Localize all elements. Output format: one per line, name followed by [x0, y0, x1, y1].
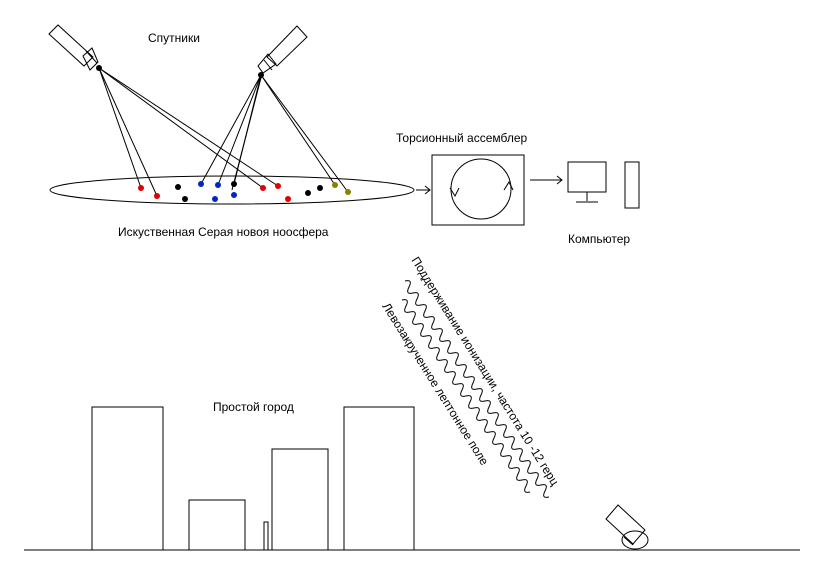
point-blue [215, 182, 221, 188]
point-black [182, 196, 188, 202]
point-blue [212, 196, 218, 202]
point-black [175, 184, 181, 190]
assembler-rotation-icon [449, 158, 514, 220]
point-red [275, 183, 281, 189]
point-black [305, 190, 311, 196]
point-red [138, 185, 144, 191]
wave-lepton-field [401, 299, 531, 493]
point-red [285, 196, 291, 202]
building [343, 406, 415, 551]
noosphere-points [138, 181, 351, 202]
city-buildings [91, 406, 415, 551]
arrow-to-computer [530, 175, 563, 185]
point-blue [198, 181, 204, 187]
building [188, 499, 246, 551]
ground-emitter-icon [605, 504, 649, 550]
city-label: Простой город [213, 400, 294, 414]
point-black [231, 181, 237, 187]
point-black [317, 185, 323, 191]
satellite-right [257, 25, 308, 74]
building [263, 521, 269, 551]
noosphere-ellipse [49, 175, 415, 205]
computer-label: Компьютер [568, 232, 630, 246]
beams-right [200, 73, 349, 193]
arrow-to-assembler [416, 185, 431, 195]
satellite-left [48, 24, 99, 71]
point-blue [231, 192, 237, 198]
point-red [260, 185, 266, 191]
point-olive [332, 182, 338, 188]
assembler-label: Торсионный ассемблер [396, 131, 528, 145]
satellites-label: Спутники [148, 31, 200, 45]
wave-emissions [401, 280, 550, 498]
noosphere-label: Искуственная Серая новоя ноосфера [118, 225, 329, 239]
building [271, 448, 329, 551]
assembler-box [431, 154, 525, 226]
wave-lepton-label: Левозакрученное лептонное поле [379, 300, 491, 468]
point-olive [345, 189, 351, 195]
wave-ionization [404, 280, 550, 498]
point-red [154, 193, 160, 199]
building [91, 406, 164, 551]
computer-icon [567, 161, 640, 209]
beams-left [98, 67, 279, 197]
